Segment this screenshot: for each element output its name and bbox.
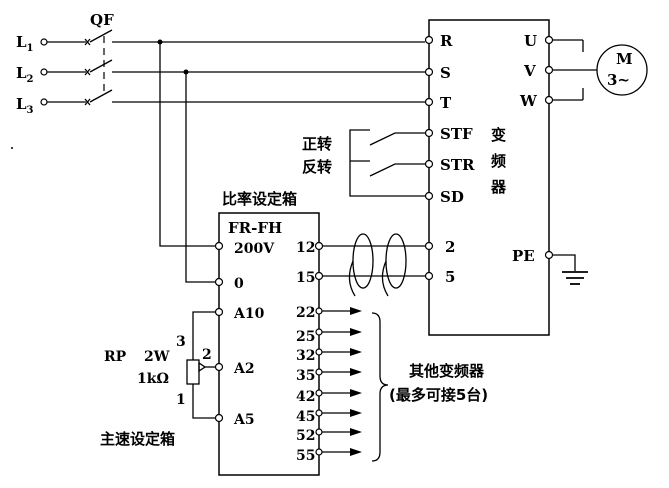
terminal-42-label: 42 — [296, 389, 315, 405]
line-l3-label: L3 — [16, 95, 34, 116]
output-arrow-icon — [350, 428, 362, 436]
other-inverters-brace — [371, 312, 389, 462]
master-speed-box-label: 主速设定箱 — [100, 430, 175, 448]
terminal-str-label: STR — [440, 156, 475, 174]
terminal-22-label: 22 — [296, 305, 315, 321]
power-200v-label: 200V — [234, 241, 275, 257]
terminal-32-label: 32 — [296, 348, 315, 364]
ground-symbol-icon — [553, 254, 588, 285]
output-arrow-icon — [350, 368, 362, 376]
inverter-title-char-1: 变 — [491, 126, 506, 144]
line-l2-label: L2 — [16, 64, 34, 85]
forward-reverse-switches: 正转 反转 — [302, 129, 425, 197]
pe-terminal — [544, 250, 554, 260]
pot-name: RP — [104, 349, 127, 365]
output-terminal — [315, 409, 323, 417]
terminal-a10-label: A10 — [233, 306, 265, 322]
ratio-box-model: FR-FH — [228, 219, 282, 237]
terminal-12-label: 12 — [296, 240, 315, 256]
output-terminal — [315, 428, 323, 436]
terminal-2-label: 2 — [445, 238, 455, 256]
motor-label-m: M — [616, 50, 633, 68]
inverter-box — [428, 19, 550, 336]
breaker-label: QF — [90, 11, 114, 29]
inverter-analog-terminals: 2 5 — [424, 238, 455, 286]
terminal-45-label: 45 — [296, 409, 315, 425]
other-inverters-label: 其他变频器 — [409, 362, 485, 380]
ratio-box — [218, 212, 320, 476]
output-arrow-icon — [350, 448, 362, 456]
line-l1-label: L1 — [16, 33, 34, 54]
terminal-r-label: R — [440, 32, 453, 50]
terminal-a2-label: A2 — [233, 361, 255, 377]
output-terminal — [315, 307, 323, 315]
reverse-label: 反转 — [302, 158, 332, 176]
terminal-t-label: T — [440, 94, 452, 112]
inverter-output-terminals: U V W — [519, 32, 554, 110]
terminal-35-label: 35 — [296, 368, 315, 384]
output-arrow-icon — [350, 409, 362, 417]
pot-power: 2W — [144, 349, 170, 365]
forward-label: 正转 — [302, 135, 332, 153]
other-inverters-note: (最多可接5台) — [389, 386, 488, 404]
ratio-right-terminals: 12 15 22 25 32 35 42 45 52 55 — [296, 240, 324, 464]
potentiometer: 3 2 1 RP 2W 1kΩ — [104, 311, 215, 419]
power-lines: L1 L2 L3 QF — [16, 11, 425, 116]
inverter-title-char-3: 器 — [490, 178, 507, 196]
output-terminal — [315, 448, 323, 456]
pot-pin-3: 3 — [176, 334, 186, 350]
motor: M 3~ — [553, 39, 648, 101]
inverter-title-char-2: 频 — [491, 152, 506, 170]
terminal-u-label: U — [524, 32, 537, 50]
output-terminal — [315, 348, 323, 356]
terminal-15-label: 15 — [296, 270, 315, 286]
output-terminal — [315, 368, 323, 376]
inverter-control-terminals: STF STR SD — [424, 125, 475, 206]
zero-label: 0 — [234, 276, 244, 292]
output-arrow-icon — [350, 307, 362, 315]
terminal-55-label: 55 — [296, 448, 315, 464]
output-arrows — [315, 307, 362, 456]
pot-resistance: 1kΩ — [137, 371, 169, 387]
output-terminal — [315, 328, 323, 336]
pot-pin-2: 2 — [202, 347, 212, 363]
pe-label: PE — [512, 247, 535, 265]
terminal-25-label: 25 — [296, 329, 315, 345]
pot-pin-1: 1 — [176, 392, 186, 408]
output-terminal — [315, 389, 323, 397]
terminal-sd-label: SD — [440, 188, 464, 206]
output-arrow-icon — [350, 328, 362, 336]
shielded-cable — [322, 233, 425, 297]
terminal-v-label: V — [523, 62, 536, 80]
motor-label-phases: 3~ — [607, 71, 630, 89]
terminal-w-label: W — [519, 92, 538, 110]
terminal-a5-label: A5 — [233, 412, 255, 428]
terminal-5-label: 5 — [445, 268, 455, 286]
output-arrow-icon — [350, 348, 362, 356]
terminal-s-label: S — [440, 64, 451, 82]
output-arrow-icon — [350, 389, 362, 397]
inverter-input-terminals: R S T — [424, 32, 453, 112]
terminal-52-label: 52 — [296, 428, 315, 444]
ratio-box-title: 比率设定箱 — [222, 190, 297, 208]
terminal-stf-label: STF — [440, 125, 473, 143]
